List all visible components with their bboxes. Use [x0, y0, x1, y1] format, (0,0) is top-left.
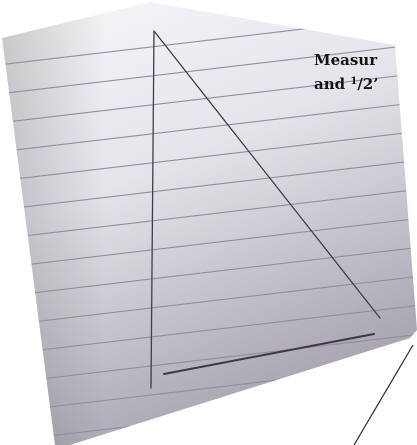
caption-text: Measur and 1/2’ [314, 50, 378, 95]
pencil-base-line [163, 333, 375, 375]
fraction-numerator: 1 [350, 76, 358, 87]
caption-and: and [314, 75, 351, 93]
fraction-slash: / [357, 75, 363, 93]
pointer-line [353, 344, 414, 445]
triangle-hypotenuse [153, 30, 381, 319]
rule-lines [2, 13, 417, 444]
pencil-triangle [150, 30, 381, 389]
fraction-denominator: 2’ [362, 75, 379, 93]
caption-line-1: Measur [314, 51, 378, 69]
caption-line-2: and 1/2’ [314, 71, 378, 95]
triangle-left-side [150, 30, 155, 389]
